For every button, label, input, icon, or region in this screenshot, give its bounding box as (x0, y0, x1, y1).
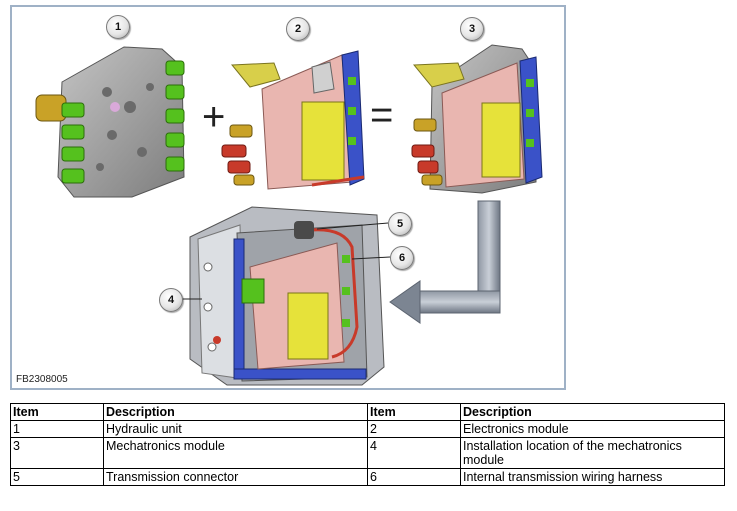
item-description: Electronics module (460, 420, 725, 438)
callout-1: 1 (106, 15, 130, 39)
item-number: 6 (367, 468, 461, 486)
item-number: 3 (10, 437, 104, 469)
mechatronics-module-graphic (411, 44, 543, 194)
item-description: Hydraulic unit (103, 420, 368, 438)
item-description: Installation location of the mechatronic… (460, 437, 725, 469)
equals-sign: = (370, 93, 393, 137)
table-header-row: Item Description Item Description (10, 403, 725, 421)
table-row: 1 Hydraulic unit 2 Electronics module (10, 420, 725, 438)
callout-2: 2 (286, 17, 310, 41)
item-number: 2 (367, 420, 461, 438)
header-item: Item (10, 403, 104, 421)
header-description: Description (460, 403, 725, 421)
hydraulic-unit-graphic (35, 46, 185, 198)
item-description: Mechatronics module (103, 437, 368, 469)
callout-4: 4 (159, 288, 183, 312)
callout-6: 6 (390, 246, 414, 270)
table-row: 5 Transmission connector 6 Internal tran… (10, 468, 725, 486)
table-row: 3 Mechatronics module 4 Installation loc… (10, 437, 725, 469)
figure-id: FB2308005 (16, 374, 68, 385)
plus-sign: + (202, 95, 225, 139)
header-item: Item (367, 403, 461, 421)
callout-leaders (182, 222, 391, 300)
item-number: 4 (367, 437, 461, 469)
illustration-figure: + = (10, 5, 566, 390)
callout-3: 3 (460, 17, 484, 41)
item-number: 1 (10, 420, 104, 438)
item-number: 5 (10, 468, 104, 486)
callout-5: 5 (388, 212, 412, 236)
assembly-arrow (389, 200, 501, 324)
item-description: Transmission connector (103, 468, 368, 486)
electronics-module-graphic (221, 50, 365, 190)
mechatronics-illustration: + = (35, 44, 543, 386)
header-description: Description (103, 403, 368, 421)
item-description: Internal transmission wiring harness (460, 468, 725, 486)
transmission-housing-graphic (189, 206, 385, 386)
item-description-table: Item Description Item Description 1 Hydr… (10, 403, 725, 486)
